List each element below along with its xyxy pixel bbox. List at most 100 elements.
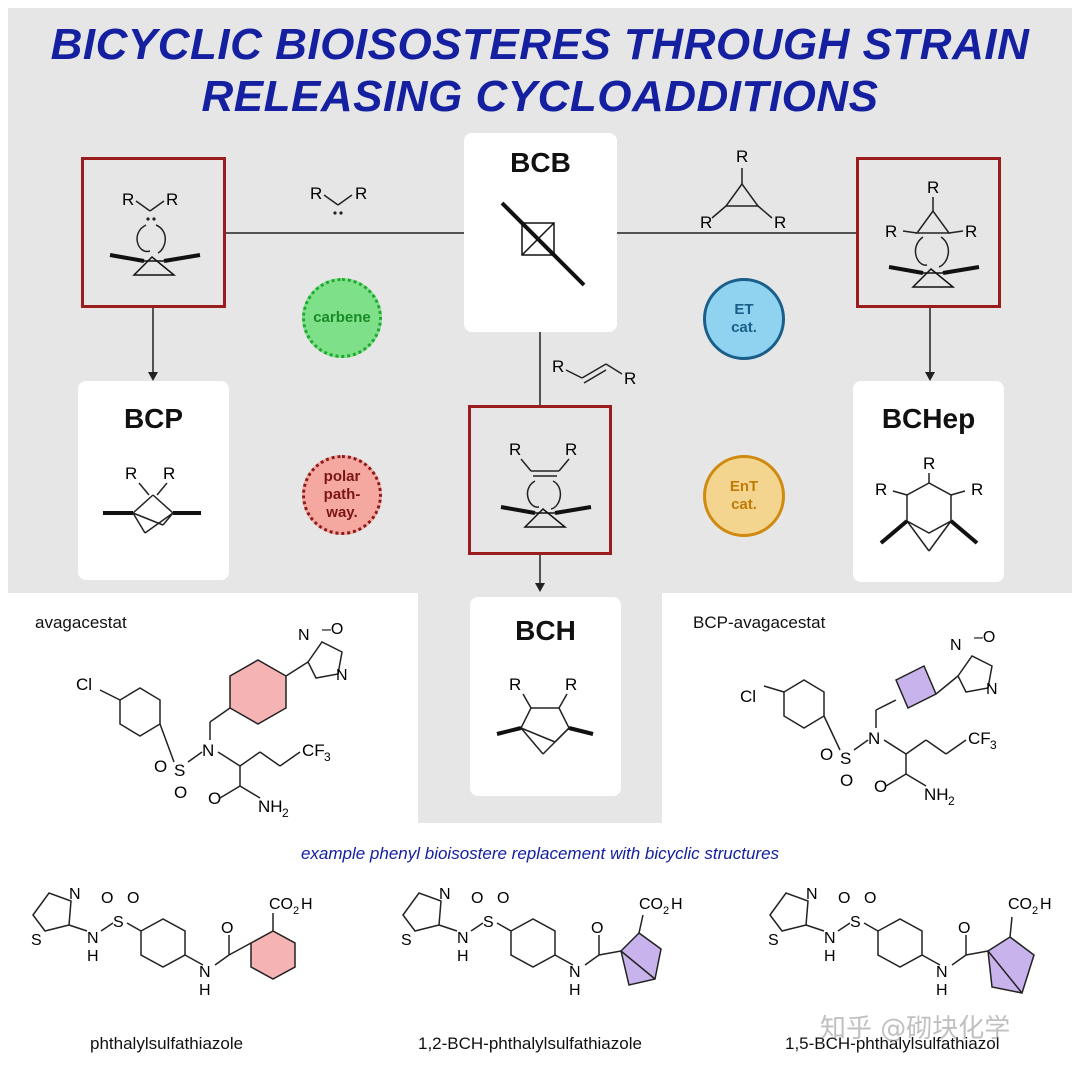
svg-text:CO: CO <box>269 896 293 913</box>
ent-badge-line1: EnT <box>729 478 759 495</box>
svg-text:R: R <box>774 213 786 232</box>
bch12-phthalylsulfathiazole-structure: N S N H S O O N H O CO 2 H <box>401 886 683 999</box>
svg-text:O: O <box>127 890 139 907</box>
svg-text:Cl: Cl <box>740 687 756 706</box>
svg-text:H: H <box>199 982 211 999</box>
svg-text:O: O <box>874 777 887 796</box>
svg-text:O: O <box>958 920 970 937</box>
svg-text:O: O <box>497 890 509 907</box>
examples-subtitle: example phenyl bioisostere replacement w… <box>300 844 780 863</box>
svg-text:O: O <box>154 757 167 776</box>
avagacestat-label: avagacestat <box>35 613 127 632</box>
svg-text:R: R <box>509 440 521 459</box>
bcp-avagacestat-structure: N –O N N CF 3 O NH 2 S O O Cl <box>740 629 998 808</box>
svg-text:R: R <box>923 454 935 473</box>
svg-text:CF: CF <box>968 729 991 748</box>
svg-text:O: O <box>221 920 233 937</box>
carbene-badge: carbene <box>302 278 382 358</box>
et-badge-line2: cat. <box>731 319 757 336</box>
example-name-2: 1,2-BCH-phthalylsulfathiazole <box>418 1034 642 1053</box>
svg-text:3: 3 <box>990 738 997 752</box>
svg-text:–O: –O <box>322 621 343 638</box>
bchep-structure: R R R <box>875 454 983 552</box>
svg-text:R: R <box>971 480 983 499</box>
alkene-reagent: R R <box>552 357 636 388</box>
svg-text:O: O <box>864 890 876 907</box>
svg-text:NH: NH <box>258 797 283 816</box>
svg-text:R: R <box>875 480 887 499</box>
svg-text:R: R <box>565 675 577 694</box>
svg-text:R: R <box>927 178 939 197</box>
svg-text:S: S <box>840 749 851 768</box>
ent-catalysis-badge: EnT cat. <box>703 455 785 537</box>
svg-text:2: 2 <box>948 794 955 808</box>
svg-text:O: O <box>174 783 187 802</box>
et-catalysis-badge: ET cat. <box>703 278 785 360</box>
svg-text:–O: –O <box>974 629 995 646</box>
bch15-phthalylsulfathiazole-structure: N S N H S O O N H O CO 2 H <box>768 886 1052 999</box>
svg-text:N: N <box>868 729 880 748</box>
svg-text:R: R <box>125 464 137 483</box>
svg-text:CF: CF <box>302 741 325 760</box>
polar-badge-line2: path- <box>323 486 361 503</box>
svg-text:H: H <box>824 948 836 965</box>
cyclopropane-intermediate-box: R R R <box>856 157 1001 308</box>
svg-text:R: R <box>310 184 322 203</box>
svg-text:N: N <box>986 681 998 698</box>
svg-text:O: O <box>101 890 113 907</box>
svg-text:N: N <box>87 930 99 947</box>
svg-text:H: H <box>457 948 469 965</box>
svg-text:R: R <box>624 369 636 388</box>
carbene-intermediate-structure: R R <box>109 190 201 276</box>
svg-text:R: R <box>122 190 134 209</box>
svg-text:R: R <box>565 440 577 459</box>
svg-text:H: H <box>569 982 581 999</box>
svg-text:N: N <box>457 930 469 947</box>
polar-badge-line1: polar <box>323 468 361 485</box>
svg-text:R: R <box>700 213 712 232</box>
svg-text:2: 2 <box>293 905 299 917</box>
title-line-1: BICYCLIC BIOISOSTERES THROUGH STRAIN <box>50 20 1030 69</box>
polar-pathway-badge: polar path- way. <box>302 455 382 535</box>
cyclopropane-intermediate-structure: R R R <box>885 178 980 288</box>
svg-text:2: 2 <box>1032 905 1038 917</box>
svg-text:O: O <box>840 771 853 790</box>
svg-text:S: S <box>174 761 185 780</box>
bcb-label: BCB <box>510 147 571 178</box>
svg-text:S: S <box>401 932 412 949</box>
svg-text:S: S <box>768 932 779 949</box>
svg-text:2: 2 <box>282 806 289 820</box>
svg-text:H: H <box>1040 896 1052 913</box>
svg-text:CO: CO <box>639 896 663 913</box>
svg-text:S: S <box>850 914 861 931</box>
alkene-intermediate-box: R R <box>468 405 612 555</box>
carbene-badge-text: carbene <box>313 309 371 326</box>
svg-text:S: S <box>113 914 124 931</box>
example-name-1: phthalylsulfathiazole <box>90 1034 244 1053</box>
svg-text:N: N <box>199 964 211 981</box>
bcp-structure: R R <box>103 464 201 534</box>
carbene-intermediate-box: R R <box>81 157 226 308</box>
svg-text:R: R <box>166 190 178 209</box>
bch-label: BCH <box>515 615 576 646</box>
title-line-2: RELEASING CYCLOADDITIONS <box>201 72 879 121</box>
bcp-label: BCP <box>123 403 184 434</box>
bcp-card: BCP R R <box>78 381 229 580</box>
avagacestat-structure: N –O N N CF 3 O NH 2 S O O Cl <box>76 621 348 820</box>
svg-text:R: R <box>355 184 367 203</box>
svg-text:O: O <box>208 789 221 808</box>
svg-text:3: 3 <box>324 750 331 764</box>
svg-text:H: H <box>87 948 99 965</box>
svg-text:N: N <box>824 930 836 947</box>
svg-text:N: N <box>439 886 451 903</box>
svg-text:O: O <box>838 890 850 907</box>
bchep-label: BCHep <box>881 403 976 434</box>
ent-badge-line2: cat. <box>731 496 757 513</box>
svg-text:NH: NH <box>924 785 949 804</box>
bcb-structure <box>500 201 586 287</box>
bcp-avagacestat-label: BCP-avagacestat <box>693 613 826 632</box>
svg-text:R: R <box>163 464 175 483</box>
svg-text:N: N <box>202 741 214 760</box>
alkene-intermediate-structure: R R <box>500 440 592 528</box>
